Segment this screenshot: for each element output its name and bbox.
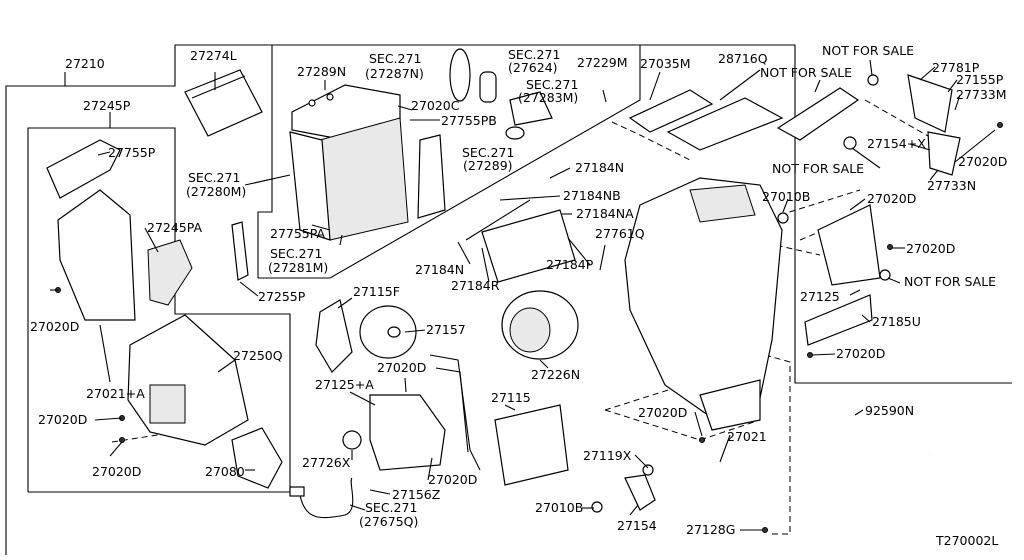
- label-sec271-27280m: SEC.271: [188, 170, 240, 185]
- label-not-for-sale-c: NOT FOR SALE: [772, 161, 864, 176]
- label-27020D-j: 27020D: [638, 405, 687, 420]
- label-27761Q: 27761Q: [595, 226, 645, 241]
- label-27755PB: 27755PB: [441, 113, 497, 128]
- label-sec271-27287n: SEC.271: [369, 51, 421, 66]
- label-27154-plus-x: 27154+X: [867, 136, 926, 151]
- label-27119X: 27119X: [583, 448, 632, 463]
- label-27289: (27289): [463, 158, 513, 173]
- label-27733M: 27733M: [956, 87, 1007, 102]
- label-27274L: 27274L: [190, 48, 237, 63]
- label-27624: (27624): [508, 60, 558, 75]
- label-sec271-27281m: SEC.271: [270, 246, 322, 261]
- label-27020D-b: 27020D: [38, 412, 87, 427]
- label-27020D-d: 27020D: [958, 154, 1007, 169]
- label-27245PA: 27245PA: [147, 220, 203, 235]
- label-27733N: 27733N: [927, 178, 976, 193]
- part-shapes: [46, 48, 1003, 533]
- label-not-for-sale-d: NOT FOR SALE: [904, 274, 996, 289]
- label-27184R: 27184R: [451, 278, 500, 293]
- label-27255P: 27255P: [258, 289, 306, 304]
- label-27755PA: 27755PA: [270, 226, 326, 241]
- label-27080: 27080: [205, 464, 245, 479]
- label-27115F: 27115F: [353, 284, 400, 299]
- label-27184NB: 27184NB: [563, 188, 621, 203]
- label-27280m: (27280M): [186, 184, 246, 199]
- label-27675q: (27675Q): [359, 514, 418, 529]
- label-27210: 27210: [65, 56, 105, 71]
- heater-core-shape: [494, 404, 569, 486]
- label-27281m: (27281M): [268, 260, 328, 275]
- label-27128G: 27128G: [686, 522, 735, 537]
- label-27250Q: 27250Q: [233, 348, 283, 363]
- label-28716Q: 28716Q: [718, 51, 768, 66]
- label-27226N: 27226N: [531, 367, 580, 382]
- label-27155P: 27155P: [956, 72, 1004, 87]
- label-27021-plus-a: 27021+A: [86, 386, 145, 401]
- label-27185U: 27185U: [872, 314, 921, 329]
- label-27020D-g: 27020D: [836, 346, 885, 361]
- label-not-for-sale-b: NOT FOR SALE: [760, 65, 852, 80]
- label-27020D-i: 27020D: [428, 472, 477, 487]
- label-sec271-27289: SEC.271: [462, 145, 514, 160]
- label-27156Z: 27156Z: [392, 487, 440, 502]
- label-sec271-27283m: SEC.271: [526, 77, 578, 92]
- label-27289N: 27289N: [297, 64, 346, 79]
- label-sec271-27675q: SEC.271: [365, 500, 417, 515]
- label-27184N-b: 27184N: [415, 262, 464, 277]
- label-27021: 27021: [727, 429, 767, 444]
- leader-lines: [94, 59, 996, 531]
- label-27184P: 27184P: [546, 257, 594, 272]
- label-27010B-b: 27010B: [535, 500, 583, 515]
- label-27283m: (27283M): [518, 90, 578, 105]
- label-27020D-h: 27020D: [377, 360, 426, 375]
- diagram-id: T270002L: [935, 533, 998, 548]
- label-27020C: 27020C: [411, 98, 460, 113]
- label-27781P: 27781P: [932, 60, 980, 75]
- label-not-for-sale-a: NOT FOR SALE: [822, 43, 914, 58]
- label-27020D-f: 27020D: [906, 241, 955, 256]
- label-27184NA: 27184NA: [576, 206, 634, 221]
- label-27229M: 27229M: [577, 55, 628, 70]
- label-27157: 27157: [426, 322, 466, 337]
- label-27125: 27125: [800, 289, 840, 304]
- label-27010B-a: 27010B: [762, 189, 810, 204]
- label-27115: 27115: [491, 390, 531, 405]
- label-27125-plus-a: 27125+A: [315, 377, 374, 392]
- label-27154: 27154: [617, 518, 657, 533]
- label-92590N: 92590N: [865, 403, 914, 418]
- cabin-filter-shape: [184, 69, 263, 137]
- label-27245P: 27245P: [83, 98, 131, 113]
- label-27035M: 27035M: [640, 56, 691, 71]
- label-sec271-27624: SEC.271: [508, 47, 560, 62]
- label-27020D-a: 27020D: [30, 319, 79, 334]
- label-27184N-a: 27184N: [575, 160, 624, 175]
- label-27726X: 27726X: [302, 455, 351, 470]
- label-27020D-e: 27020D: [867, 191, 916, 206]
- part-labels: 27210 27245P 27755P 27245PA 27020D 27021…: [30, 43, 1007, 548]
- label-27755P: 27755P: [108, 145, 156, 160]
- label-27287n: (27287N): [365, 66, 424, 81]
- label-27020D-c: 27020D: [92, 464, 141, 479]
